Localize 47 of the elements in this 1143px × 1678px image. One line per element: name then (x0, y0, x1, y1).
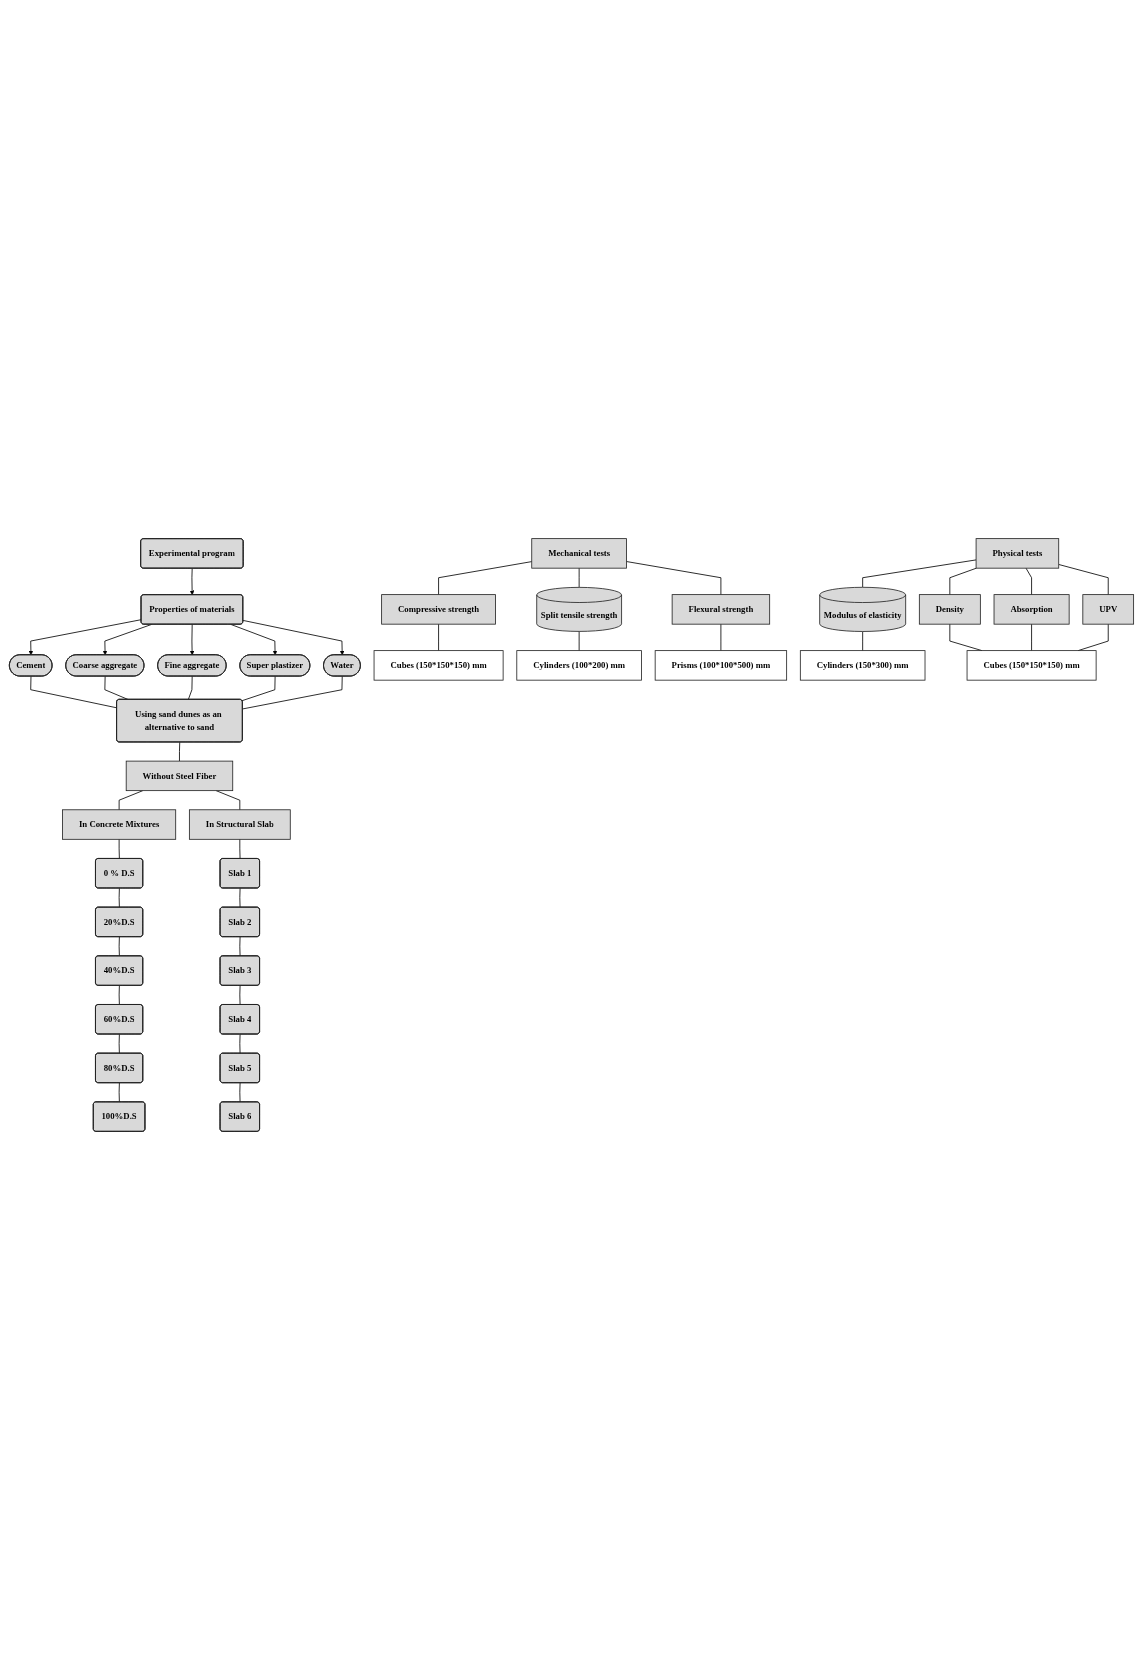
node-box: Cylinders (150*300) mm (799, 650, 926, 681)
connector (949, 567, 977, 596)
node-box: Without Steel Fiber (125, 760, 234, 792)
node-box: Flexural strength (671, 594, 771, 625)
connector (720, 623, 722, 652)
connector (626, 561, 722, 596)
connector (239, 1033, 241, 1054)
connector (239, 985, 241, 1006)
node-box: In Concrete Mixtures (62, 809, 177, 840)
connector (862, 631, 864, 652)
connector (239, 936, 241, 957)
connector (239, 887, 241, 908)
node-box: Prisms (100*100*500) mm (654, 650, 788, 681)
node-box: Compressive strength (381, 594, 496, 625)
connector (118, 936, 120, 957)
connector (215, 790, 241, 811)
connector (104, 675, 129, 700)
connector (241, 675, 276, 702)
connector (1031, 623, 1032, 652)
connector (239, 1082, 241, 1103)
connector (30, 675, 118, 709)
connector (118, 790, 144, 811)
node-box: Cubes (150*150*150) mm (373, 650, 504, 681)
connector (242, 675, 343, 710)
connector (187, 675, 193, 700)
node-box: Absorption (993, 594, 1070, 625)
node-box: In Structural Slab (188, 809, 291, 840)
connector (1058, 564, 1109, 596)
connector (578, 567, 580, 588)
connector (118, 887, 120, 908)
connector (118, 985, 120, 1006)
connector (179, 741, 181, 762)
connector (239, 838, 241, 860)
connector (118, 1033, 120, 1054)
connector (862, 559, 977, 588)
connector (438, 623, 439, 652)
connector (118, 838, 120, 860)
connector (578, 631, 580, 652)
connector (118, 1082, 120, 1103)
connector (1025, 567, 1032, 596)
node-box: Mechanical tests (531, 538, 627, 569)
node-box: Density (918, 594, 981, 625)
node-box: Cylinders (100*200) mm (516, 650, 642, 681)
node-box: Cubes (150*150*150) mm (966, 650, 1097, 681)
connector (438, 561, 533, 596)
node-box: UPV (1082, 594, 1135, 625)
node-box: Physical tests (975, 538, 1060, 569)
